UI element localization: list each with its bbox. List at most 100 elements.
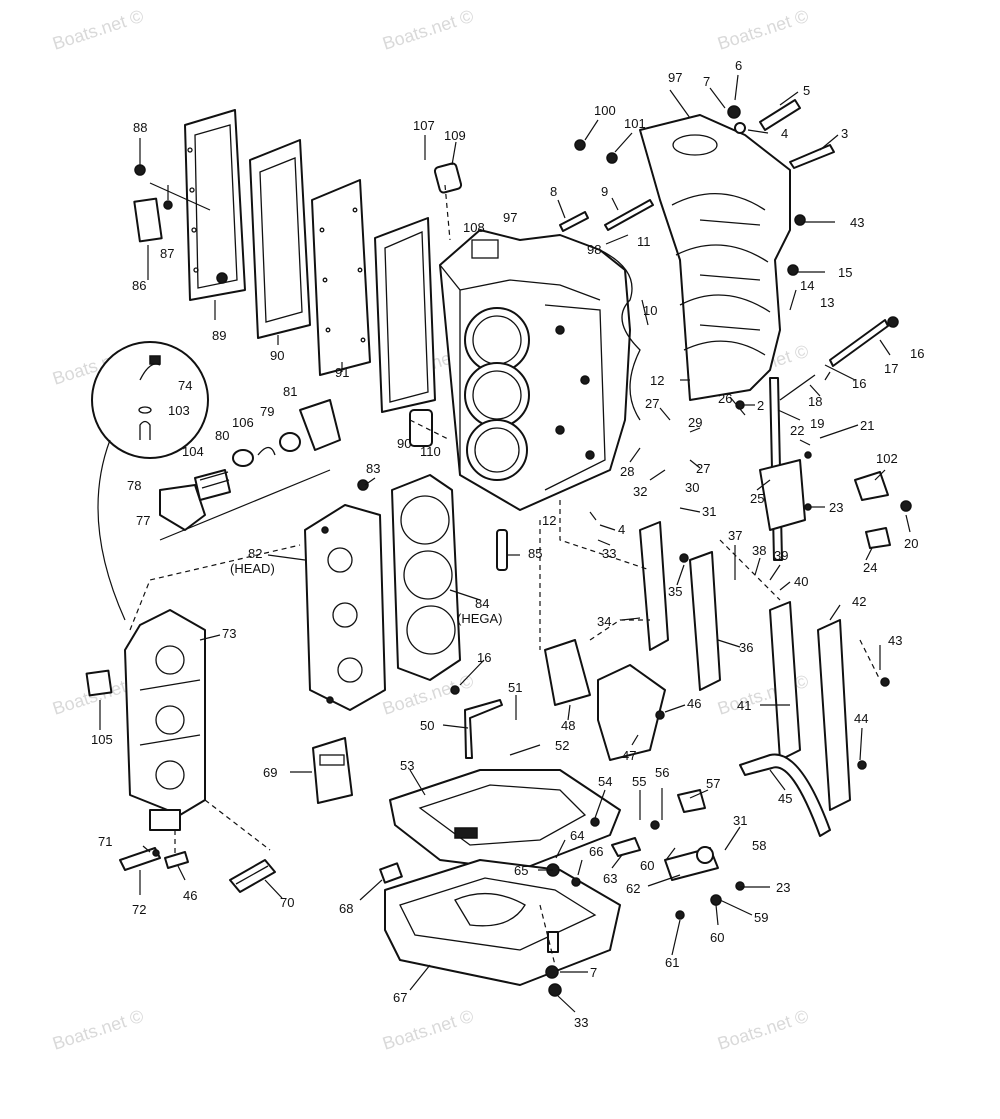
callout-label: 108 <box>463 220 485 235</box>
callout-label: 17 <box>884 361 898 376</box>
callout-label: 73 <box>222 626 236 641</box>
callout-label: 52 <box>555 738 569 753</box>
callout-label: 48 <box>561 718 575 733</box>
callout-label: 62 <box>626 881 640 896</box>
callout-label: 55 <box>632 774 646 789</box>
callout-label: 54 <box>598 774 612 789</box>
callout-label: 59 <box>754 910 768 925</box>
callout-label: 87 <box>160 246 174 261</box>
callout-label: 6 <box>735 58 742 73</box>
alignment-lines <box>129 184 881 966</box>
callout-label: 27 <box>645 396 659 411</box>
callout-label: 104 <box>182 444 204 459</box>
callout-label: 24 <box>863 560 877 575</box>
sleeve-top-drawing <box>433 162 463 194</box>
callout-label: 10 <box>643 303 657 318</box>
callout-label: 42 <box>852 594 866 609</box>
callout-label: 44 <box>854 711 868 726</box>
callout-label: 57 <box>706 776 720 791</box>
leader-lines <box>99 74 911 1013</box>
washer-7-drawing <box>734 122 746 134</box>
callout-label: 65 <box>514 863 528 878</box>
callout-label: 97 <box>668 70 682 85</box>
cylinder-head-drawing <box>304 504 386 711</box>
bracket-102-drawing <box>854 471 889 501</box>
exhaust-cover-drawing <box>184 109 246 301</box>
callout-label: 25 <box>750 491 764 506</box>
callout-label: 53 <box>400 758 414 773</box>
pipe-45-drawing <box>739 753 831 837</box>
callout-label: 67 <box>393 990 407 1005</box>
callout-label: 35 <box>668 584 682 599</box>
callout-label: 107 <box>413 118 435 133</box>
callout-label: 64 <box>570 828 584 843</box>
callout-label: 106 <box>232 415 254 430</box>
callout-label: 33 <box>602 546 616 561</box>
bolt-3-drawing <box>789 144 835 169</box>
callout-label: 97 <box>503 210 517 225</box>
head-gasket-drawing <box>391 474 461 681</box>
callout-label: 86 <box>132 278 146 293</box>
clip-24-drawing <box>865 527 891 549</box>
callout-label: 30 <box>685 480 699 495</box>
callout-label: 43 <box>888 633 902 648</box>
callout-label: 109 <box>444 128 466 143</box>
callout-label: 16 <box>477 650 491 665</box>
strip-34-drawing <box>639 521 669 651</box>
hardware-dots <box>134 139 912 997</box>
cylinder-block-drawing <box>439 229 641 511</box>
callout-label: 38 <box>752 543 766 558</box>
long-bolt-drawing <box>604 199 654 231</box>
strip-41-drawing <box>769 601 801 761</box>
callout-label: 3 <box>841 126 848 141</box>
callout-label: 50 <box>420 718 434 733</box>
callout-label: 22 <box>790 423 804 438</box>
callout-label: 9 <box>601 184 608 199</box>
callout-label: 20 <box>904 536 918 551</box>
watermark-text: Boats.net © <box>50 6 146 54</box>
callout-label: 58 <box>752 838 766 853</box>
callout-label: 100 <box>594 103 616 118</box>
bracket-50-drawing <box>464 699 503 759</box>
callout-label: 80 <box>215 428 229 443</box>
callout-label: 90 <box>397 436 411 451</box>
callout-label: 74 <box>178 378 192 393</box>
crankcase-half-drawing <box>639 114 791 401</box>
callout-label: 41 <box>737 698 751 713</box>
thermostat-parts-drawing <box>159 399 341 541</box>
watermark-text: Boats.net © <box>50 1006 146 1054</box>
callout-label: 18 <box>808 394 822 409</box>
callout-label: 98 <box>587 242 601 257</box>
callout-label: 68 <box>339 901 353 916</box>
callout-label: 105 <box>91 732 113 747</box>
callout-label: 83 <box>366 461 380 476</box>
callout-label: 31 <box>702 504 716 519</box>
bolt-5-drawing <box>759 99 801 131</box>
callout-label: 71 <box>98 834 112 849</box>
callout-label: 32 <box>633 484 647 499</box>
exhaust-plate-drawing <box>311 179 371 376</box>
callout-label: 16 <box>852 376 866 391</box>
callout-label: 90 <box>270 348 284 363</box>
callout-label: 14 <box>800 278 814 293</box>
callout-label: 8 <box>550 184 557 199</box>
callout-label: 101 <box>624 116 646 131</box>
strip-36-drawing <box>689 551 721 691</box>
callout-label: 15 <box>838 265 852 280</box>
callout-label: 27 <box>696 461 710 476</box>
sleeve-drawing <box>409 409 433 447</box>
callout-label: 51 <box>508 680 522 695</box>
cover-plate-drawing <box>133 197 163 243</box>
watermark-text: Boats.net © <box>380 6 476 54</box>
callout-label: 5 <box>803 83 810 98</box>
callout-label: 28 <box>620 464 634 479</box>
callout-label: 29 <box>688 415 702 430</box>
callout-labels: 97 7 6 5 4 3 100 101 88 107 109 8 9 43 1… <box>91 58 924 1030</box>
callout-label: 56 <box>655 765 669 780</box>
callout-label: 110 <box>420 444 441 459</box>
nut-6-drawing <box>727 105 741 119</box>
callout-label: 84(HEGA) <box>457 596 503 626</box>
watermark-text: Boats.net © <box>715 1006 811 1054</box>
callout-label: 16 <box>910 346 924 361</box>
callout-label: 26 <box>718 391 732 406</box>
